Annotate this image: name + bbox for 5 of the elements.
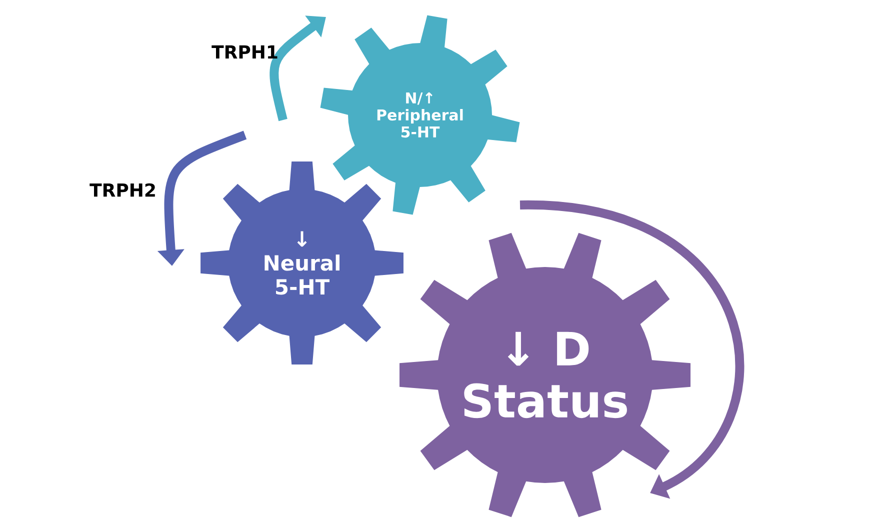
gear: ↓ Neural 5-HT [200, 162, 404, 364]
gear: ↓ D Status [400, 232, 690, 518]
arrow-label: TRPH1 [212, 45, 278, 59]
arrow-label: TRPH2 [90, 183, 155, 197]
gear: N/↑ Peripheral 5-HT [320, 15, 520, 215]
